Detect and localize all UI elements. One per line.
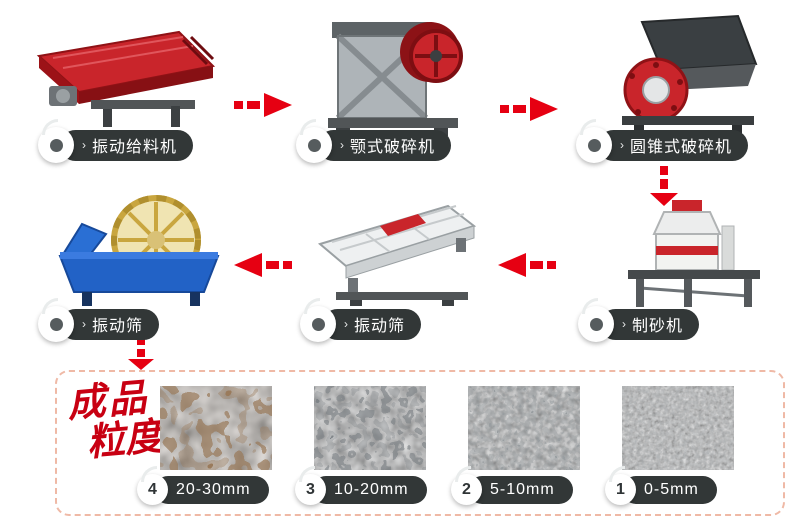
chevron-right-icon: › (622, 317, 627, 331)
machine-label: 颚式破碎机 (350, 139, 436, 156)
label-bullet-icon (300, 298, 336, 342)
size-label-20-30mm: 4 20-30mm (137, 466, 269, 505)
label-bar: 10-20mm (312, 475, 427, 504)
dot-icon (311, 317, 325, 331)
jaw-crusher-illustration (328, 22, 463, 136)
chevron-right-icon: › (620, 138, 625, 152)
product-size: 5-10mm (490, 480, 555, 498)
label-bar: › 圆锥式破碎机 (598, 129, 749, 161)
vibrating-screen-illustration (317, 204, 477, 306)
label-bar: 0-5mm (622, 475, 717, 504)
product-size: 10-20mm (334, 480, 409, 498)
label-bar: › 振动筛 (60, 308, 160, 340)
chevron-right-icon: › (344, 317, 349, 331)
machine-label: 振动给料机 (92, 139, 178, 156)
number-badge: 3 (295, 466, 326, 505)
sand-making-machine-illustration (628, 200, 760, 307)
label-bullet-icon (38, 119, 74, 163)
finished-products-panel: 成品 粒度 4 20-30mm 3 10-20mm 2 5-10mm 1 (55, 370, 785, 516)
sand-washer-illustration (58, 195, 220, 306)
chevron-right-icon: › (340, 138, 345, 152)
label-bullet-icon (38, 298, 74, 342)
arrow-left-1-icon (498, 253, 556, 277)
product-number: 2 (462, 480, 471, 498)
gravel-photo-5-10mm (468, 386, 580, 470)
machine-label: 振动筛 (92, 318, 144, 335)
dot-icon (587, 138, 601, 152)
product-number: 4 (148, 480, 157, 498)
label-sand-making-machine: › 制砂机 (578, 298, 700, 342)
product-number: 3 (306, 480, 315, 498)
dot-icon (49, 138, 63, 152)
arrow-right-1-icon (234, 93, 292, 117)
gravel-photo-20-30mm (160, 386, 272, 470)
label-bar: 20-30mm (154, 475, 269, 504)
label-bar: › 制砂机 (600, 308, 700, 340)
product-size: 20-30mm (176, 480, 251, 498)
chevron-right-icon: › (82, 138, 87, 152)
product-size: 0-5mm (644, 480, 699, 498)
label-jaw-crusher: › 颚式破碎机 (296, 119, 452, 163)
product-number: 1 (616, 480, 625, 498)
arrow-right-2-icon (500, 97, 558, 121)
products-title: 成品 粒度 (65, 374, 165, 465)
machine-label: 振动筛 (354, 318, 406, 335)
dot-icon (589, 317, 603, 331)
label-bullet-icon (578, 298, 614, 342)
label-bar: › 颚式破碎机 (318, 129, 452, 161)
size-label-10-20mm: 3 10-20mm (295, 466, 427, 505)
vibrating-feeder-illustration (36, 30, 216, 127)
arrow-down-left-icon (128, 338, 154, 370)
arrow-left-2-icon (234, 253, 292, 277)
label-bar: 5-10mm (468, 475, 573, 504)
label-sand-washer: › 振动筛 (38, 298, 160, 342)
size-label-5-10mm: 2 5-10mm (451, 466, 573, 505)
number-badge: 1 (605, 466, 636, 505)
gravel-photo-10-20mm (314, 386, 426, 470)
gravel-photo-0-5mm (622, 386, 734, 470)
size-label-0-5mm: 1 0-5mm (605, 466, 717, 505)
label-bullet-icon (576, 119, 612, 163)
machine-label: 圆锥式破碎机 (630, 139, 733, 156)
machine-label: 制砂机 (632, 318, 684, 335)
dot-icon (307, 138, 321, 152)
products-title-line2: 粒度 (84, 412, 165, 465)
number-badge: 4 (137, 466, 168, 505)
arrow-down-right-icon (650, 166, 678, 206)
label-bar: › 振动筛 (322, 308, 422, 340)
number-badge: 2 (451, 466, 482, 505)
dot-icon (49, 317, 63, 331)
label-vibrating-feeder: › 振动给料机 (38, 119, 194, 163)
cone-crusher-illustration (622, 14, 758, 135)
label-bar: › 振动给料机 (60, 129, 194, 161)
label-vibrating-screen: › 振动筛 (300, 298, 422, 342)
label-bullet-icon (296, 119, 332, 163)
label-cone-crusher: › 圆锥式破碎机 (576, 119, 749, 163)
chevron-right-icon: › (82, 317, 87, 331)
